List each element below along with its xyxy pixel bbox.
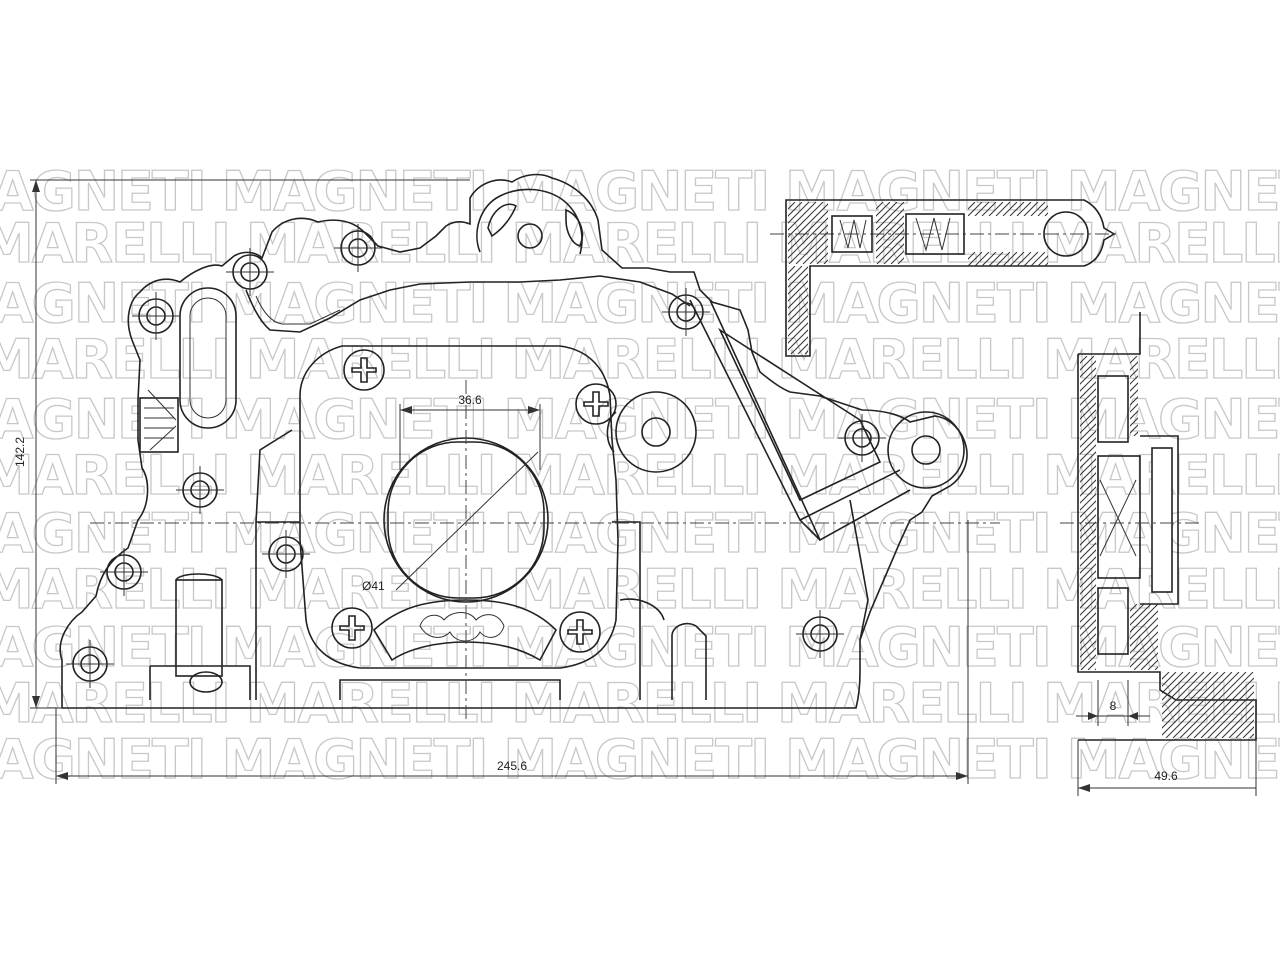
bolt-hole	[226, 248, 274, 296]
section-hatching	[1080, 356, 1254, 738]
pump-cover-outline	[299, 345, 619, 669]
pump-front-view	[59, 173, 1000, 720]
watermark-row: MARELLI MARELLI MARELLI MARELLI MARELLI …	[0, 328, 1280, 391]
section-bearing-bottom	[1097, 587, 1129, 655]
watermark-row: MARELLI MARELLI MARELLI MARELLI MARELLI …	[0, 444, 1280, 507]
dimension-thickness: 8	[1076, 680, 1150, 726]
bolt-hole	[66, 640, 114, 688]
section-bearing-top	[1097, 375, 1129, 443]
bolt-hole	[176, 466, 224, 514]
left-oblong-slot-inner	[189, 297, 227, 419]
valve-spring-left	[839, 219, 867, 249]
relief-valve-section	[770, 199, 1120, 357]
right-pivot-boss	[887, 411, 965, 489]
cross-screw	[331, 607, 373, 649]
dimension-depth: 49.6	[1077, 740, 1257, 796]
cross-screws	[331, 349, 617, 653]
bore-diameter-label: Ø41	[362, 579, 385, 593]
valve-hatching	[788, 202, 1048, 354]
dimension-width: 245.6	[55, 520, 969, 784]
bolt-hole	[262, 530, 310, 578]
pickup-port	[149, 573, 251, 700]
bolt-hole	[838, 414, 886, 462]
bore-spacing-label: 36.6	[458, 393, 482, 407]
cross-screw	[575, 383, 617, 425]
bolt-hole	[334, 224, 382, 272]
cross-screw	[559, 611, 601, 653]
bolt-hole	[132, 292, 180, 340]
dimension-height: 142.2	[13, 179, 470, 709]
depth-label: 49.6	[1154, 769, 1178, 783]
watermark-row: MAGNETI MAGNETI MAGNETI MAGNETI MAGNETI …	[0, 388, 1280, 451]
gear-arc	[372, 599, 557, 662]
watermark-row: MAGNETI MAGNETI MAGNETI MAGNETI MAGNETI …	[0, 728, 1280, 791]
bolt-hole	[796, 610, 844, 658]
thickness-label: 8	[1110, 699, 1117, 713]
section-seal	[1151, 447, 1173, 593]
upper-inner-contour	[245, 275, 691, 333]
watermark-row: MARELLI MARELLI MARELLI MARELLI MARELLI …	[0, 212, 1280, 275]
section-rotor	[1097, 455, 1141, 579]
width-dimension-label: 245.6	[497, 759, 527, 773]
right-lobe-boss	[615, 391, 697, 473]
height-dimension-label: 142.2	[13, 437, 27, 467]
bolt-hole	[100, 548, 148, 596]
left-oblong-slot	[179, 287, 237, 429]
valve-spring-right	[915, 217, 951, 252]
bolt-holes	[66, 224, 886, 688]
top-boss-hole	[517, 223, 543, 249]
dimension-bore-spacing: 36.6	[399, 393, 541, 470]
threaded-plug-left	[139, 389, 179, 453]
cross-screw	[343, 349, 385, 391]
watermark-row: MAGNETI MAGNETI MAGNETI MAGNETI MAGNETI …	[0, 160, 1280, 223]
bolt-hole	[662, 288, 710, 336]
side-section-view	[1060, 312, 1257, 741]
housing-outline	[59, 173, 968, 709]
